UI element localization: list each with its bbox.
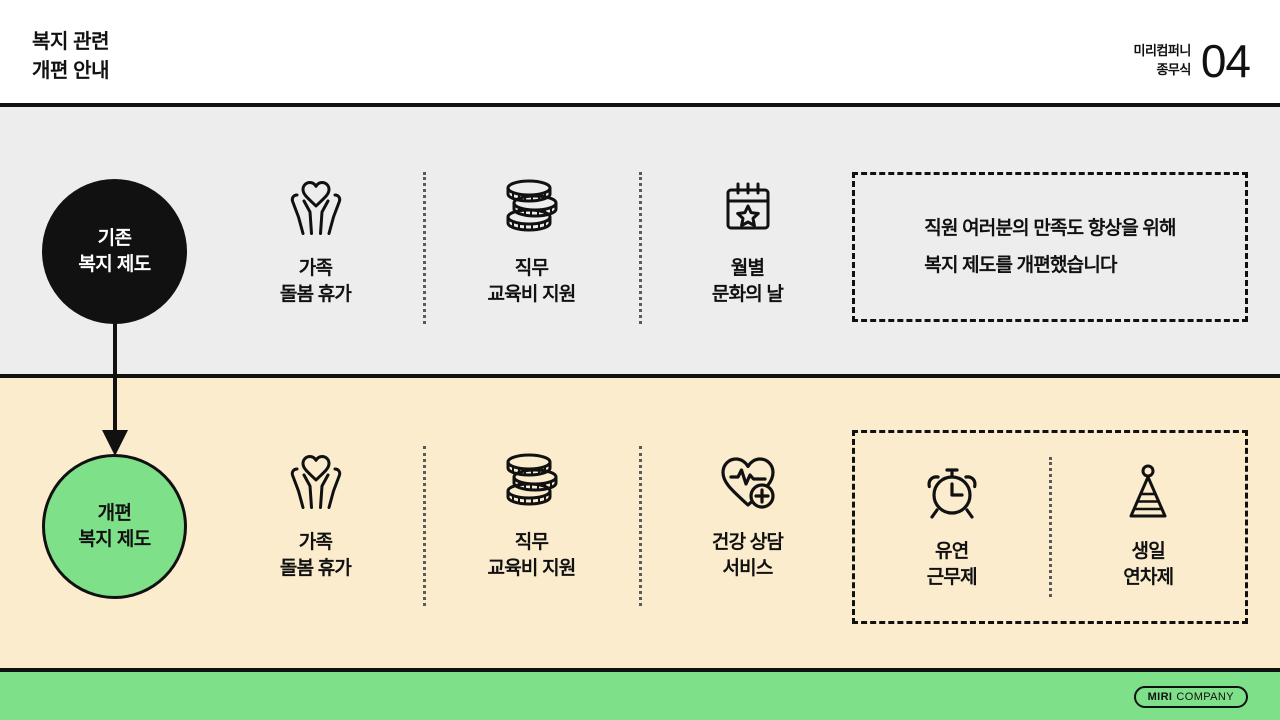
logo-bold-text: MIRI — [1147, 691, 1173, 703]
divider-after-2 — [639, 446, 642, 606]
benefit-item-after-1: 가족 돌봄 휴가 — [228, 450, 403, 582]
heart-pulse-plus-icon — [717, 450, 779, 514]
benefit-item-before-2: 직무 교육비 지원 — [444, 176, 619, 308]
party-hat-icon — [1123, 463, 1173, 523]
benefit-label: 직무 교육비 지원 — [487, 258, 577, 305]
stage-circle-existing: 기존 복지 제도 — [42, 179, 187, 324]
benefit-item-after-3: 건강 상담 서비스 — [660, 450, 835, 582]
benefit-label: 직무 교육비 지원 — [487, 532, 577, 579]
divider-before-2 — [639, 172, 642, 324]
new-benefit-label: 생일 연차제 — [1123, 541, 1174, 588]
page-title: 복지 관련 개편 안내 — [32, 31, 110, 82]
footer-bar — [0, 672, 1280, 720]
benefit-label: 건강 상담 서비스 — [711, 532, 784, 579]
calendar-star-icon — [720, 176, 776, 240]
page-number: 04 — [1200, 35, 1251, 87]
benefit-item-after-2: 직무 교육비 지원 — [444, 450, 619, 582]
benefit-label: 가족 돌봄 휴가 — [279, 532, 352, 579]
stage-circle-revised: 개편 복지 제도 — [42, 454, 187, 599]
slide-header: 복지 관련 개편 안내 미리컴퍼니 종무식 04 — [0, 0, 1280, 107]
coin-stack-icon — [501, 176, 563, 240]
divider-new-benefits — [1048, 457, 1052, 597]
header-meta: 미리컴퍼니 종무식 04 — [1133, 35, 1251, 87]
hands-holding-heart-icon — [284, 450, 348, 514]
flow-arrow-icon — [102, 322, 128, 456]
benefit-item-before-3: 월별 문화의 날 — [660, 176, 835, 308]
new-benefit-label: 유연 근무제 — [926, 541, 978, 588]
coin-stack-icon — [501, 450, 563, 514]
callout-note-box: 직원 여러분의 만족도 향상을 위해 복지 제도를 개편했습니다 — [852, 172, 1248, 322]
new-benefit-item-2: 생일 연차제 — [1052, 463, 1246, 591]
new-benefit-item-1: 유연 근무제 — [855, 463, 1049, 591]
note-text: 직원 여러분의 만족도 향상을 위해 복지 제도를 개편했습니다 — [924, 217, 1176, 276]
benefit-label: 월별 문화의 날 — [711, 258, 784, 305]
company-label: 미리컴퍼니 종무식 — [1133, 43, 1192, 77]
divider-before-1 — [423, 172, 426, 324]
alarm-clock-icon — [923, 463, 981, 523]
logo-light-text: COMPANY — [1176, 691, 1234, 703]
benefit-label: 가족 돌봄 휴가 — [279, 258, 352, 305]
callout-new-benefits-box: 유연 근무제 생일 연차제 — [852, 430, 1248, 624]
hands-holding-heart-icon — [284, 176, 348, 240]
divider-after-1 — [423, 446, 426, 606]
benefit-item-before-1: 가족 돌봄 휴가 — [228, 176, 403, 308]
